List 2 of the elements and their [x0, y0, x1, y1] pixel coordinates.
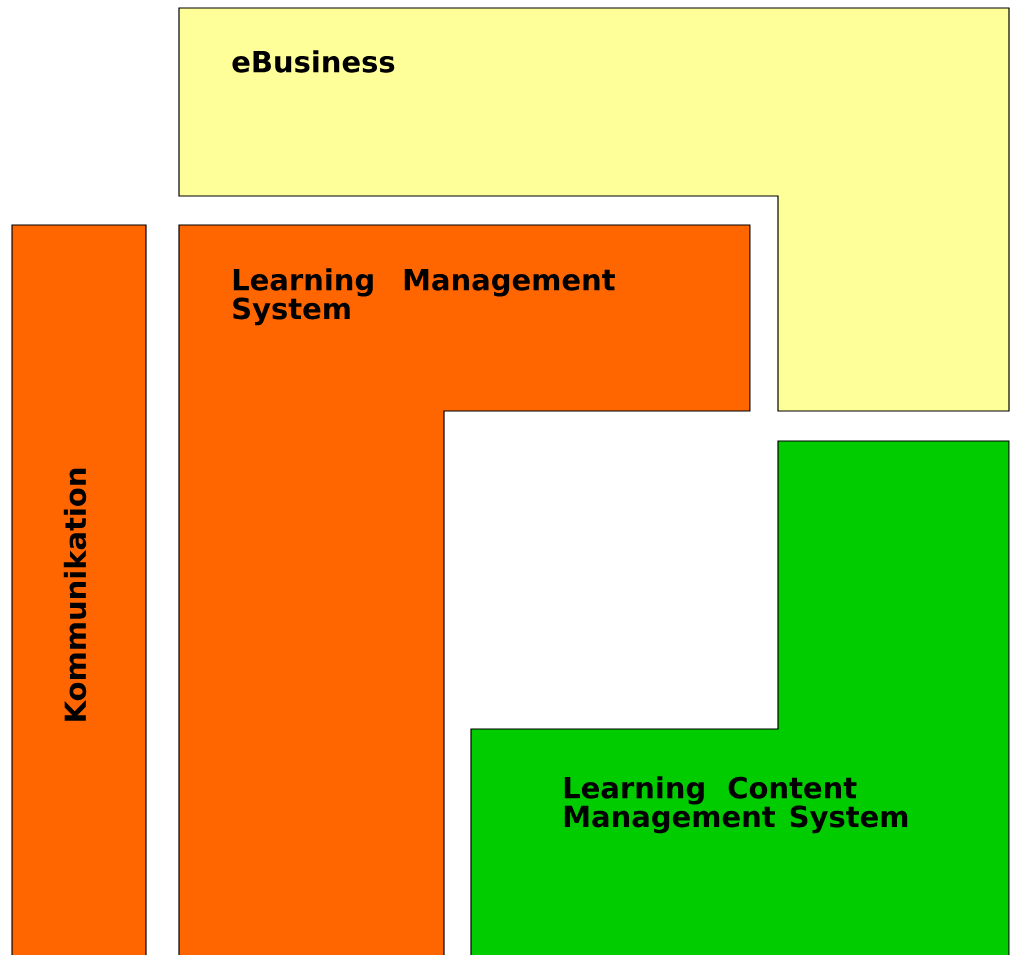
l-shaped-panel: Learning Content Management System: [470, 440, 1010, 955]
rotated-panel: Kommunikation: [11, 224, 147, 955]
